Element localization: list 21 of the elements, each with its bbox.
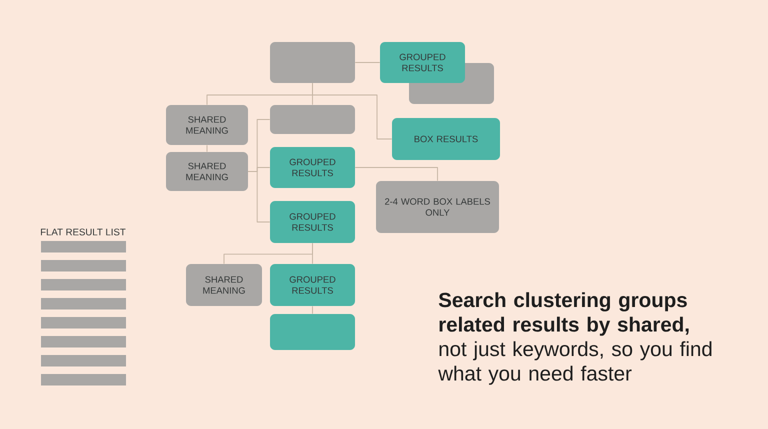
connector-line [248,171,270,222]
connector-line [312,306,313,314]
rounded-box: SHARED MEANING [166,105,248,145]
rounded-box: BOX RESULTS [392,118,500,160]
blank-box [270,42,355,83]
rounded-box: SHARED MEANING [166,152,248,191]
connector-line [354,62,380,63]
connector-line [312,82,392,140]
rounded-box: GROUPED RESULTS [270,147,355,188]
connector-line [206,144,208,152]
list-heading: FLAT RESULT LIST [40,228,126,236]
rounded-box: 2-4 WORD BOX LABELS ONLY [376,181,499,233]
tagline-text: Search clustering groups related results by shared, not just keywords, so you find what you need faster [438,292,712,385]
rounded-box: SHARED MEANING [186,264,262,306]
blank-box [270,105,355,134]
connector-line [354,167,438,182]
rounded-box: GROUPED RESULTS [270,264,355,306]
connector-line [312,242,313,264]
rounded-box: GROUPED RESULTS [270,201,355,243]
blank-box [270,314,355,350]
rounded-box: GROUPED RESULTS [380,42,465,83]
